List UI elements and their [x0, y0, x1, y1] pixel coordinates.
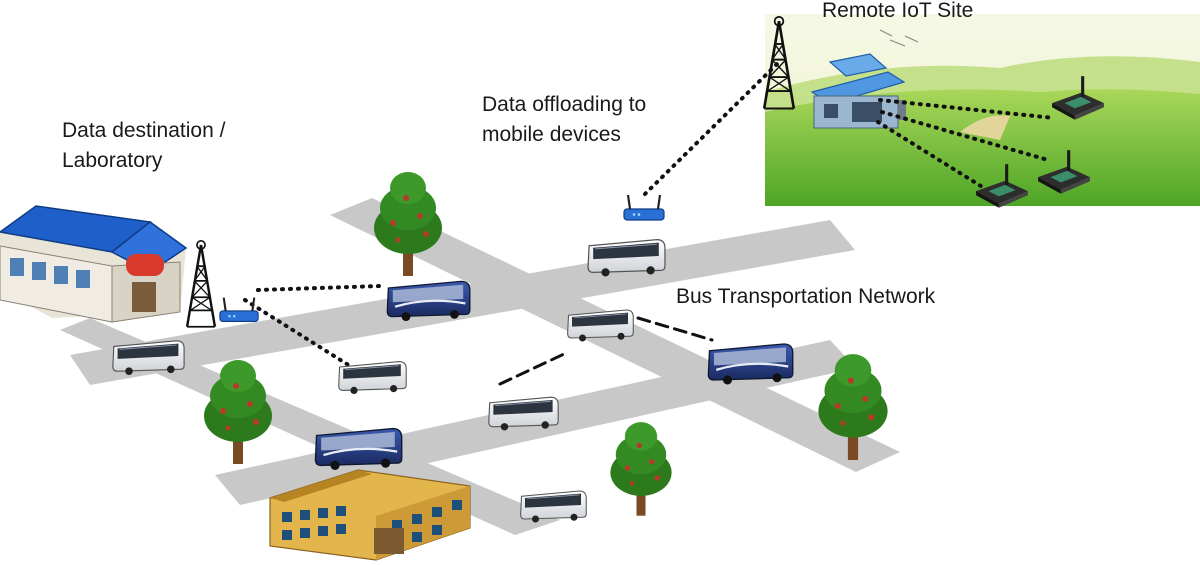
bus-icon [488, 396, 559, 432]
tower-icon [185, 240, 217, 329]
bus-icon [314, 427, 403, 470]
bus-icon [386, 280, 471, 322]
laboratory-label: Data destination / Laboratory [62, 116, 225, 176]
laboratory-building-icon [0, 205, 188, 323]
offloading-label-line1: Data offloading to [482, 93, 647, 116]
offloading-label: Data offloading to mobile devices [482, 90, 646, 150]
bus-icon [520, 490, 587, 524]
bus-icon [707, 342, 794, 386]
wireless-links [243, 62, 1056, 386]
router-icon [622, 193, 666, 222]
remote-site-label: Remote IoT Site [822, 0, 974, 22]
bus-icon [338, 361, 407, 395]
bus-icon [566, 309, 634, 343]
bus-network-label: Bus Transportation Network [676, 285, 936, 308]
offloading-label-line2: mobile devices [482, 123, 621, 146]
school-building-icon [269, 469, 471, 561]
laboratory-label-line1: Data destination / [62, 119, 226, 142]
bus-icon [587, 238, 666, 278]
bus-icon [112, 340, 185, 376]
tree-icon [610, 422, 672, 516]
laboratory-label-line2: Laboratory [62, 149, 163, 172]
router-icon [218, 296, 260, 323]
